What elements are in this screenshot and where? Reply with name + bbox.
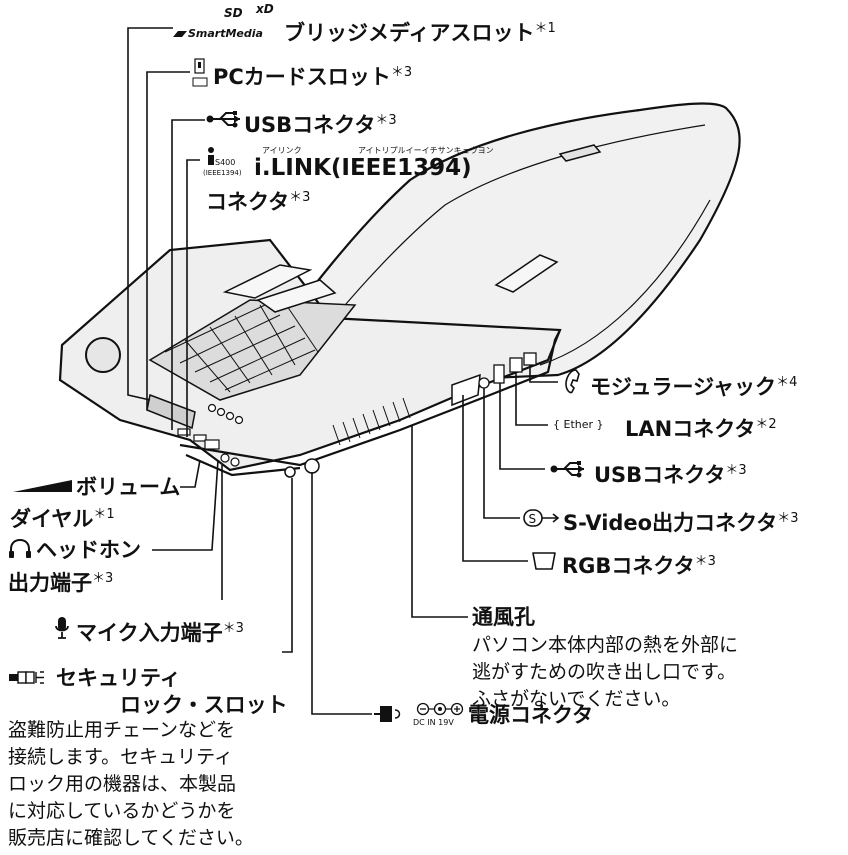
security-desc-line: 盗難防止用チェーンなどを bbox=[8, 719, 236, 741]
usb-left-label: USBコネクタ＊3 bbox=[244, 113, 397, 137]
rgb-icon bbox=[532, 552, 556, 570]
volume-icon bbox=[13, 480, 72, 492]
laptop-base bbox=[58, 238, 562, 478]
ilink-label-line1: i.LINK(IEEE1394) bbox=[254, 155, 472, 181]
vent-desc-line: パソコン本体内部の熱を外部に bbox=[472, 634, 739, 656]
ilink-icon bbox=[208, 147, 214, 165]
headphone-label-line1: ヘッドホン bbox=[36, 538, 141, 562]
svg-text:S: S bbox=[529, 512, 537, 526]
ilink-icon-ieee: (IEEE1394) bbox=[203, 169, 242, 177]
vent-desc-line: ふさがないでください。 bbox=[472, 688, 681, 710]
vent-desc-line: 逃がすための吹き出し口です。 bbox=[472, 661, 737, 683]
vent-label: 通風孔 bbox=[472, 605, 535, 629]
dc-polarity-icon bbox=[416, 702, 464, 716]
security-label-line1: セキュリティ bbox=[56, 666, 181, 690]
power-plug-icon bbox=[374, 706, 401, 722]
security-desc-line: ロック用の機器は、本製品 bbox=[8, 773, 237, 795]
security-desc-line: に対応しているかどうかを bbox=[8, 800, 236, 822]
usb-right-label: USBコネクタ＊3 bbox=[594, 463, 747, 487]
xd-logo: xD bbox=[256, 2, 274, 16]
pc-card-icon bbox=[192, 58, 208, 87]
dc-in-text: DC IN 19V bbox=[413, 718, 454, 727]
power-connector-label: 電源コネクタ bbox=[468, 703, 594, 727]
svideo-icon: S bbox=[523, 509, 560, 527]
pc-card-slot-label: PCカードスロット＊3 bbox=[213, 65, 413, 89]
usb-icon-right bbox=[550, 461, 584, 478]
volume-label-line1: ボリューム bbox=[76, 475, 181, 499]
lan-label: LANコネクタ＊2 bbox=[625, 417, 777, 441]
ilink-label-line2: コネクタ＊3 bbox=[206, 190, 311, 214]
ilink-icon-s400: S400 bbox=[215, 158, 236, 167]
usb-icon bbox=[206, 111, 240, 128]
ether-icon: { Ether } bbox=[553, 418, 604, 431]
headphone-icon bbox=[9, 538, 31, 558]
security-lock-icon bbox=[9, 671, 44, 684]
security-label-line2: ロック・スロット bbox=[120, 693, 288, 717]
security-desc-line: 販売店に確認してください。 bbox=[8, 827, 254, 849]
rgb-label: RGBコネクタ＊3 bbox=[562, 554, 716, 578]
ilink-ruby-1: アイリンク bbox=[262, 146, 302, 155]
svideo-label: S-Video出力コネクタ＊3 bbox=[563, 511, 799, 535]
volume-label-line2: ダイヤル＊1 bbox=[10, 507, 115, 531]
laptop-lid bbox=[266, 102, 741, 387]
modular-jack-label: モジュラージャック＊4 bbox=[590, 375, 798, 399]
leader-lines bbox=[127, 27, 558, 715]
security-desc-line: 接続します。セキュリティ bbox=[8, 746, 233, 768]
modular-jack-icon bbox=[565, 369, 580, 394]
bridge-media-slot-label: ブリッジメディアスロット＊1 bbox=[284, 21, 556, 45]
smartmedia-logo: SmartMedia bbox=[172, 27, 263, 40]
mic-label: マイク入力端子＊3 bbox=[76, 621, 244, 645]
ilink-ruby-2: アイトリプルイーイチサンキュウヨン bbox=[358, 146, 494, 155]
sd-logo: SD bbox=[224, 6, 243, 20]
headphone-label-line2: 出力端子＊3 bbox=[8, 571, 114, 595]
microphone-icon bbox=[55, 617, 69, 639]
